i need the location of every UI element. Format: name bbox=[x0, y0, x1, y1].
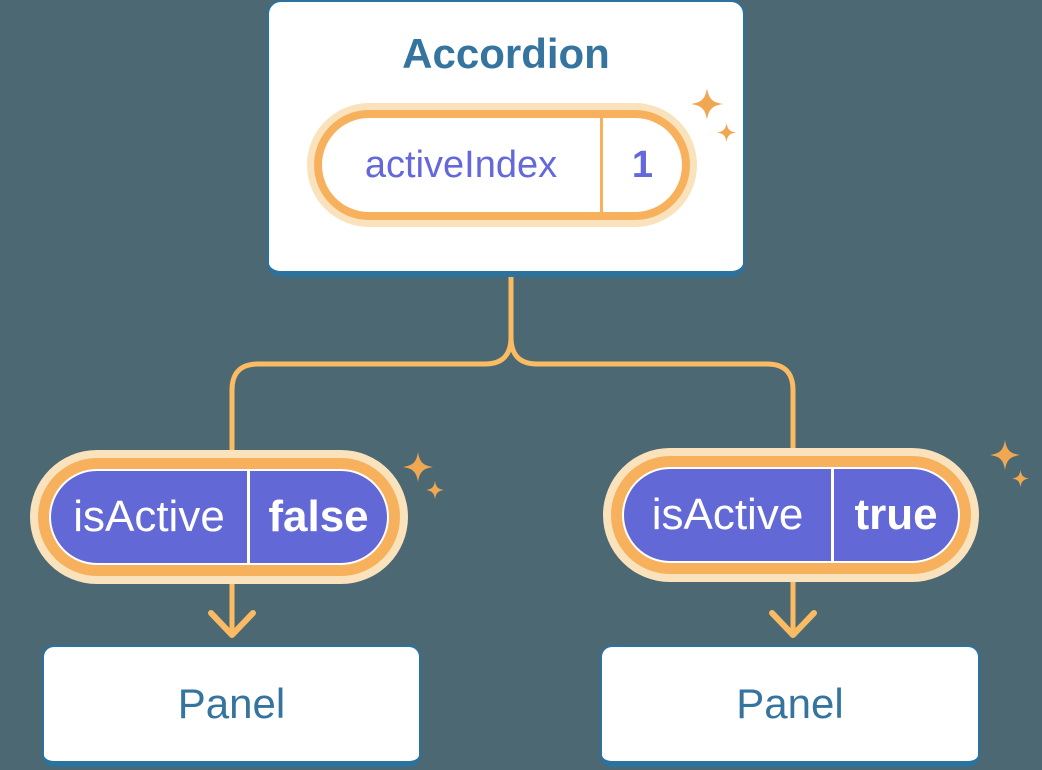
panel-node-title: Panel bbox=[177, 680, 286, 727]
prop-name-label: isActive bbox=[651, 490, 804, 539]
sparkle-icon bbox=[717, 123, 736, 142]
panel-node-card-left: Panel bbox=[42, 645, 421, 767]
prop-name-label: isActive bbox=[73, 492, 225, 541]
sparkle-icon bbox=[990, 440, 1020, 470]
prop-pill-body: isActive true bbox=[622, 467, 960, 563]
left-arrowhead-icon bbox=[208, 610, 256, 638]
state-pill-ring: activeIndex 1 bbox=[314, 110, 690, 220]
sparkle-icon bbox=[426, 481, 444, 499]
prop-value-label: false bbox=[268, 492, 369, 541]
prop-pill-ring: isActive false bbox=[38, 458, 400, 576]
panel-node-title: Panel bbox=[736, 680, 844, 727]
accordion-node-title: Accordion bbox=[402, 30, 610, 77]
right-arrowhead-icon bbox=[769, 610, 817, 638]
prop-pill-isactive-true: isActive true bbox=[603, 448, 979, 582]
prop-value-label: true bbox=[854, 490, 938, 539]
state-pill-activeindex: activeIndex 1 bbox=[307, 103, 697, 227]
state-name-label: activeIndex bbox=[364, 143, 558, 186]
prop-pill-isactive-false: isActive false bbox=[30, 450, 408, 584]
state-pill-body: activeIndex 1 bbox=[322, 118, 682, 212]
sparkle-icon bbox=[691, 88, 723, 120]
pill-divider bbox=[247, 471, 250, 563]
panel-node-card-right: Panel bbox=[600, 645, 980, 767]
sparkle-icon bbox=[1012, 470, 1029, 487]
left-branch-line bbox=[229, 269, 514, 634]
prop-pill-ring: isActive true bbox=[611, 456, 971, 574]
pill-divider bbox=[600, 118, 603, 212]
right-branch-line bbox=[508, 269, 796, 634]
state-value-label: 1 bbox=[631, 143, 654, 186]
pill-divider bbox=[831, 469, 834, 561]
prop-pill-body: isActive false bbox=[49, 469, 389, 565]
sparkle-icon bbox=[403, 452, 433, 482]
